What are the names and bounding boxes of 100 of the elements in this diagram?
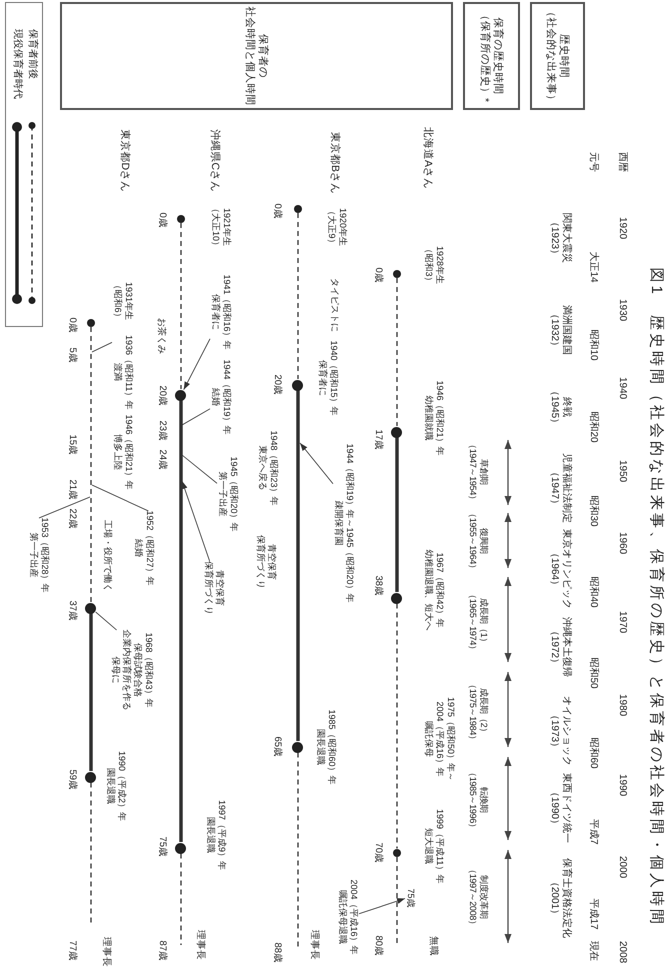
dashed-timeline-line (297, 213, 299, 379)
period-label: 復興期（1955～1964） (467, 509, 489, 573)
status-label: 理事長 (194, 930, 206, 960)
note-text: 1948（昭和23）年東京へ戻る (257, 430, 279, 506)
note-text: 1946（昭和21）年博多上陸 (112, 414, 134, 490)
row-header-title: 保育の歴史時間 (492, 18, 504, 94)
status-label: 無職 (427, 936, 439, 956)
note-text: 1985（昭和60）年園長退職 (315, 710, 337, 785)
timeline-dot-icon (176, 390, 186, 400)
timeline-dot-icon (86, 772, 96, 782)
event-label: 終戦（1945） (548, 386, 572, 428)
dashed-timeline-line (396, 857, 398, 945)
year-label: 1940 (616, 377, 628, 400)
era-label: 平成7 (587, 819, 599, 845)
age-label: 75歳 (156, 836, 168, 858)
legend-label: 保育者前後 (26, 29, 38, 79)
age-label: 0歳 (66, 318, 78, 333)
era-label: 昭和50 (587, 658, 599, 689)
row-header-title: 歴史時間 (558, 34, 570, 78)
year-label: 1960 (616, 532, 628, 554)
timeline-dot-icon (177, 215, 185, 223)
row-header-subtitle: （保育所の歴史）* (478, 10, 492, 102)
timeline-dot-icon (393, 849, 401, 857)
year-label: 1970 (616, 611, 628, 634)
solid-timeline-line (179, 400, 183, 842)
note-text: 1999（平成11）年短大退職 (423, 809, 445, 884)
period-label: 転換期（1985～1996） (467, 768, 489, 832)
dashed-timeline-line (180, 854, 182, 945)
timeline-dot-icon (176, 842, 186, 854)
leader-arrow (182, 480, 210, 562)
row-header-box (60, 2, 453, 110)
row-header-box (530, 2, 585, 110)
solid-timeline-line (89, 614, 93, 771)
note-text: 1953（昭和28）年第一子出産 (28, 518, 50, 593)
year-label: 1950 (616, 460, 628, 482)
note-text: 1968（昭和43）年保母試験合格企業内保育所を作る保母に (110, 630, 154, 710)
note-text: 1944（昭和19）年結婚 (210, 360, 232, 435)
note-text: 青空保育保育所づくり (203, 561, 225, 615)
year-label: 1920 (616, 217, 628, 240)
age-label: 5歳 (66, 348, 78, 363)
note-text: 1997（平成9）年園長退職 (205, 800, 227, 870)
dashed-timeline-line (90, 327, 92, 602)
solid-timeline-line (296, 390, 300, 741)
figure-title: 図1 歴史時間（社会的な出来事、保育所の歴史）と保育者の社会時間・個人時間 (647, 268, 665, 927)
note-text: 2004（平成16）年嘱託保母退職 (337, 880, 359, 955)
era-label: 大正14 (587, 252, 599, 283)
note-text: 1946（昭和21）年幼稚園就職 (423, 380, 445, 456)
note-text: 1967（昭和42）年幼稚園退職、短大へ (423, 550, 445, 630)
age-label: 88歳 (271, 942, 283, 964)
age-label: 38歳 (372, 576, 384, 596)
age-label: 70歳 (372, 842, 384, 864)
person-name: 東京都Bさん (328, 132, 342, 194)
row-label: 元号 (587, 152, 599, 172)
note-text: 1990（平成2）年園長退職 (105, 751, 127, 822)
year-label: 2000 (616, 856, 628, 878)
timeline-dot-icon (292, 742, 304, 752)
row-header-subtitle: （社会的な出来事） (544, 6, 558, 106)
period-label: 制度改革期（1997～2008） (467, 865, 489, 929)
solid-timeline-line (395, 438, 399, 592)
era-label: 現在 (587, 941, 599, 961)
leader-line (92, 484, 149, 512)
timeline-dot-icon (86, 602, 96, 614)
note-text: タイピストに (330, 278, 340, 332)
age-label: 0歳 (372, 268, 384, 283)
leader-line (92, 342, 112, 352)
period-label: 成長期（2）（1975～1984） (467, 680, 489, 744)
year-label: 1990 (616, 774, 628, 796)
event-label: 東京オリンピック（1964） (548, 529, 572, 609)
row-label: 西暦 (616, 152, 628, 172)
period-label: 草創期（1947～1954） (467, 440, 489, 504)
dashed-timeline-line (396, 604, 398, 848)
leader-arrow (183, 338, 210, 390)
note-text: 1941（昭和16）年保育者に (210, 274, 232, 350)
event-label: 東西ドイツ統一（1990） (548, 773, 572, 843)
event-label: 沖縄本土復帰（1972） (548, 617, 572, 677)
timeline-dot-icon (292, 380, 304, 390)
age-label: 0歳 (156, 212, 168, 228)
timeline-dot-icon (294, 205, 302, 213)
period-label: 成長期（1）（1965～1974） (467, 590, 489, 654)
person-name: 沖縄県Cさん (208, 130, 222, 192)
dashed-timeline-line (396, 278, 398, 426)
age-label: 65歳 (271, 736, 283, 758)
note-text: 1944（昭和19）年～1945（昭和20）年疎開保育園 (333, 444, 355, 603)
event-label: オイルショック（1973） (548, 696, 572, 766)
age-label: 21歳 (66, 480, 78, 500)
age-label: 0歳 (271, 204, 283, 219)
note-text: 1975（昭和50）年～2004（平成16）年嘱託保母 (424, 697, 456, 782)
age-label: 20歳 (271, 374, 283, 396)
status-label: 理事長 (308, 930, 320, 960)
note-text: 75歳 (406, 888, 416, 908)
dashed-timeline-line (180, 223, 182, 389)
age-label: 59歳 (66, 770, 78, 790)
era-label: 昭和30 (587, 496, 599, 527)
row-header-box (463, 2, 520, 110)
age-label: 80歳 (372, 936, 384, 956)
note-text: 1952（昭和27）年結婚 (133, 510, 155, 586)
note-text: お茶くみ (156, 318, 168, 354)
age-label: 77歳 (66, 940, 78, 962)
age-label: 24歳 (156, 450, 168, 470)
person-name: 東京都Dさん (118, 130, 132, 192)
